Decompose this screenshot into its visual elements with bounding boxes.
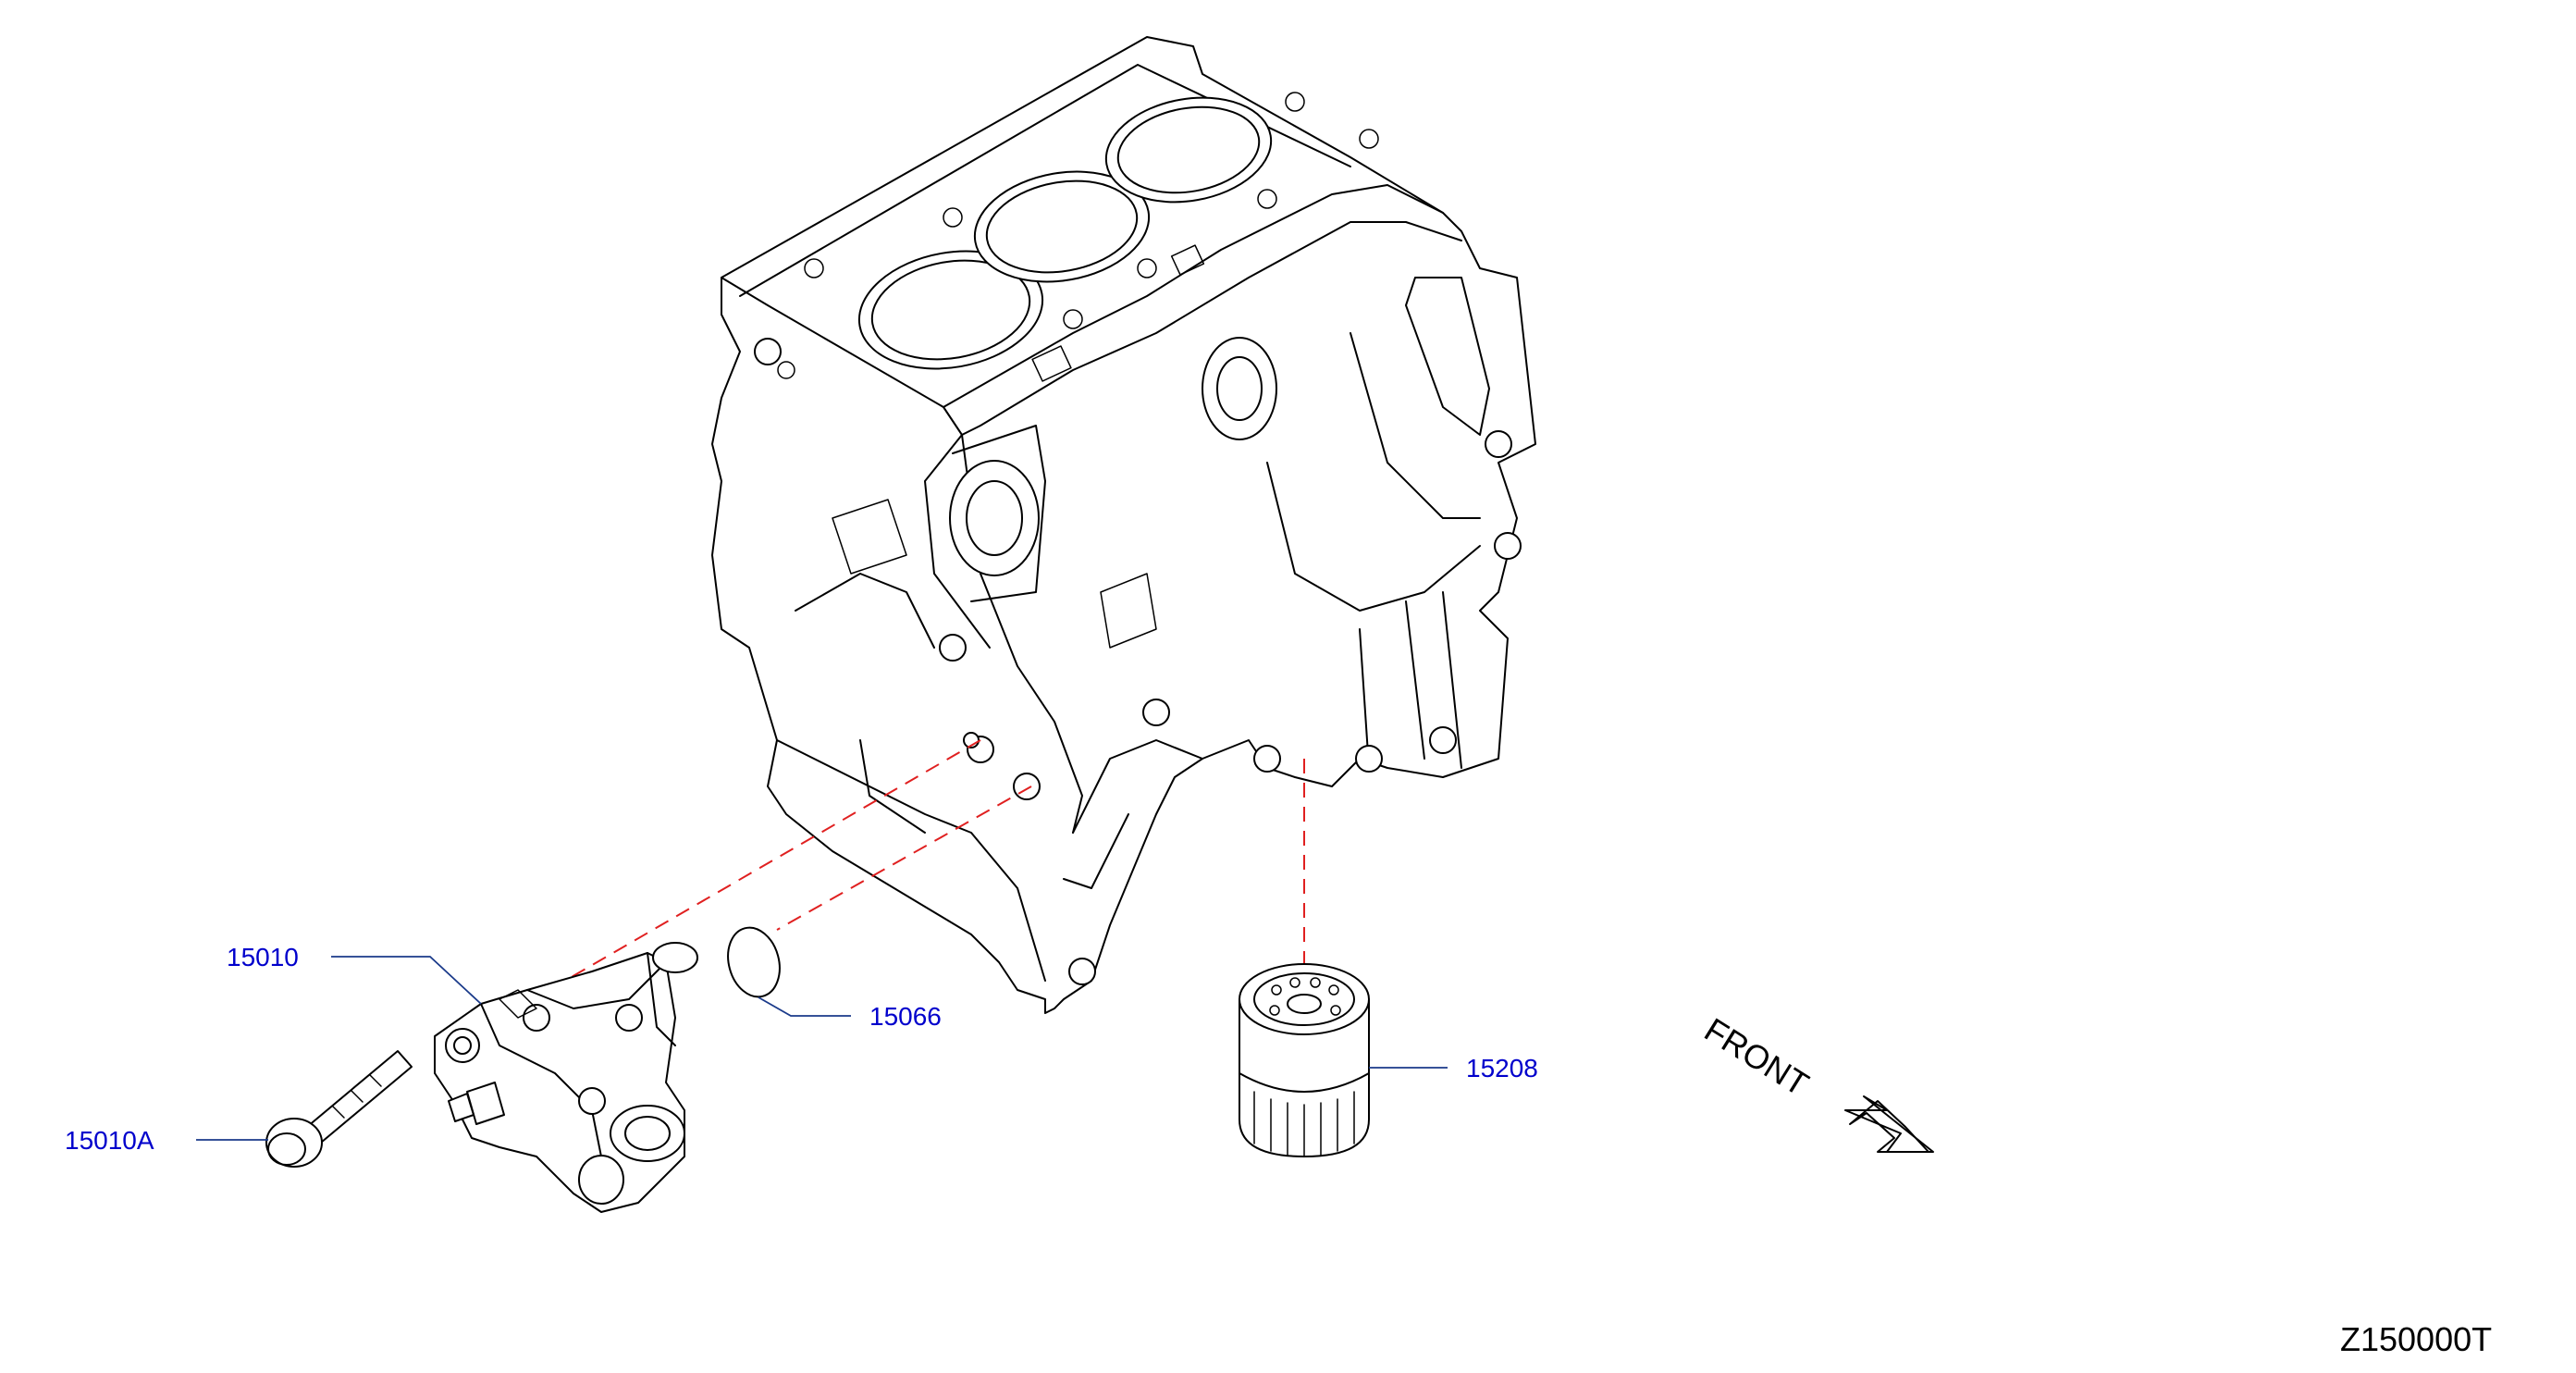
leader-15066 — [758, 996, 851, 1017]
callout-15010a[interactable]: 15010A — [65, 1126, 154, 1155]
callout-15066[interactable]: 15066 — [869, 1002, 942, 1031]
front-direction-indicator: FRONT — [1698, 1010, 1934, 1153]
oil-pump-illustration — [434, 942, 698, 1213]
callout-15208[interactable]: 15208 — [1466, 1054, 1538, 1082]
diagram-code: Z150000T — [2340, 1320, 2492, 1358]
o-ring-illustration — [727, 926, 781, 998]
oil-filter-illustration — [1239, 963, 1370, 1157]
leader-15010 — [331, 956, 482, 1005]
assembly-lines — [540, 739, 1305, 996]
cylinder-block-illustration — [711, 36, 1536, 1014]
leader-lines — [196, 956, 1448, 1141]
callout-15010[interactable]: 15010 — [227, 943, 299, 971]
front-label: FRONT — [1698, 1010, 1816, 1103]
bolt-illustration — [265, 1050, 413, 1168]
